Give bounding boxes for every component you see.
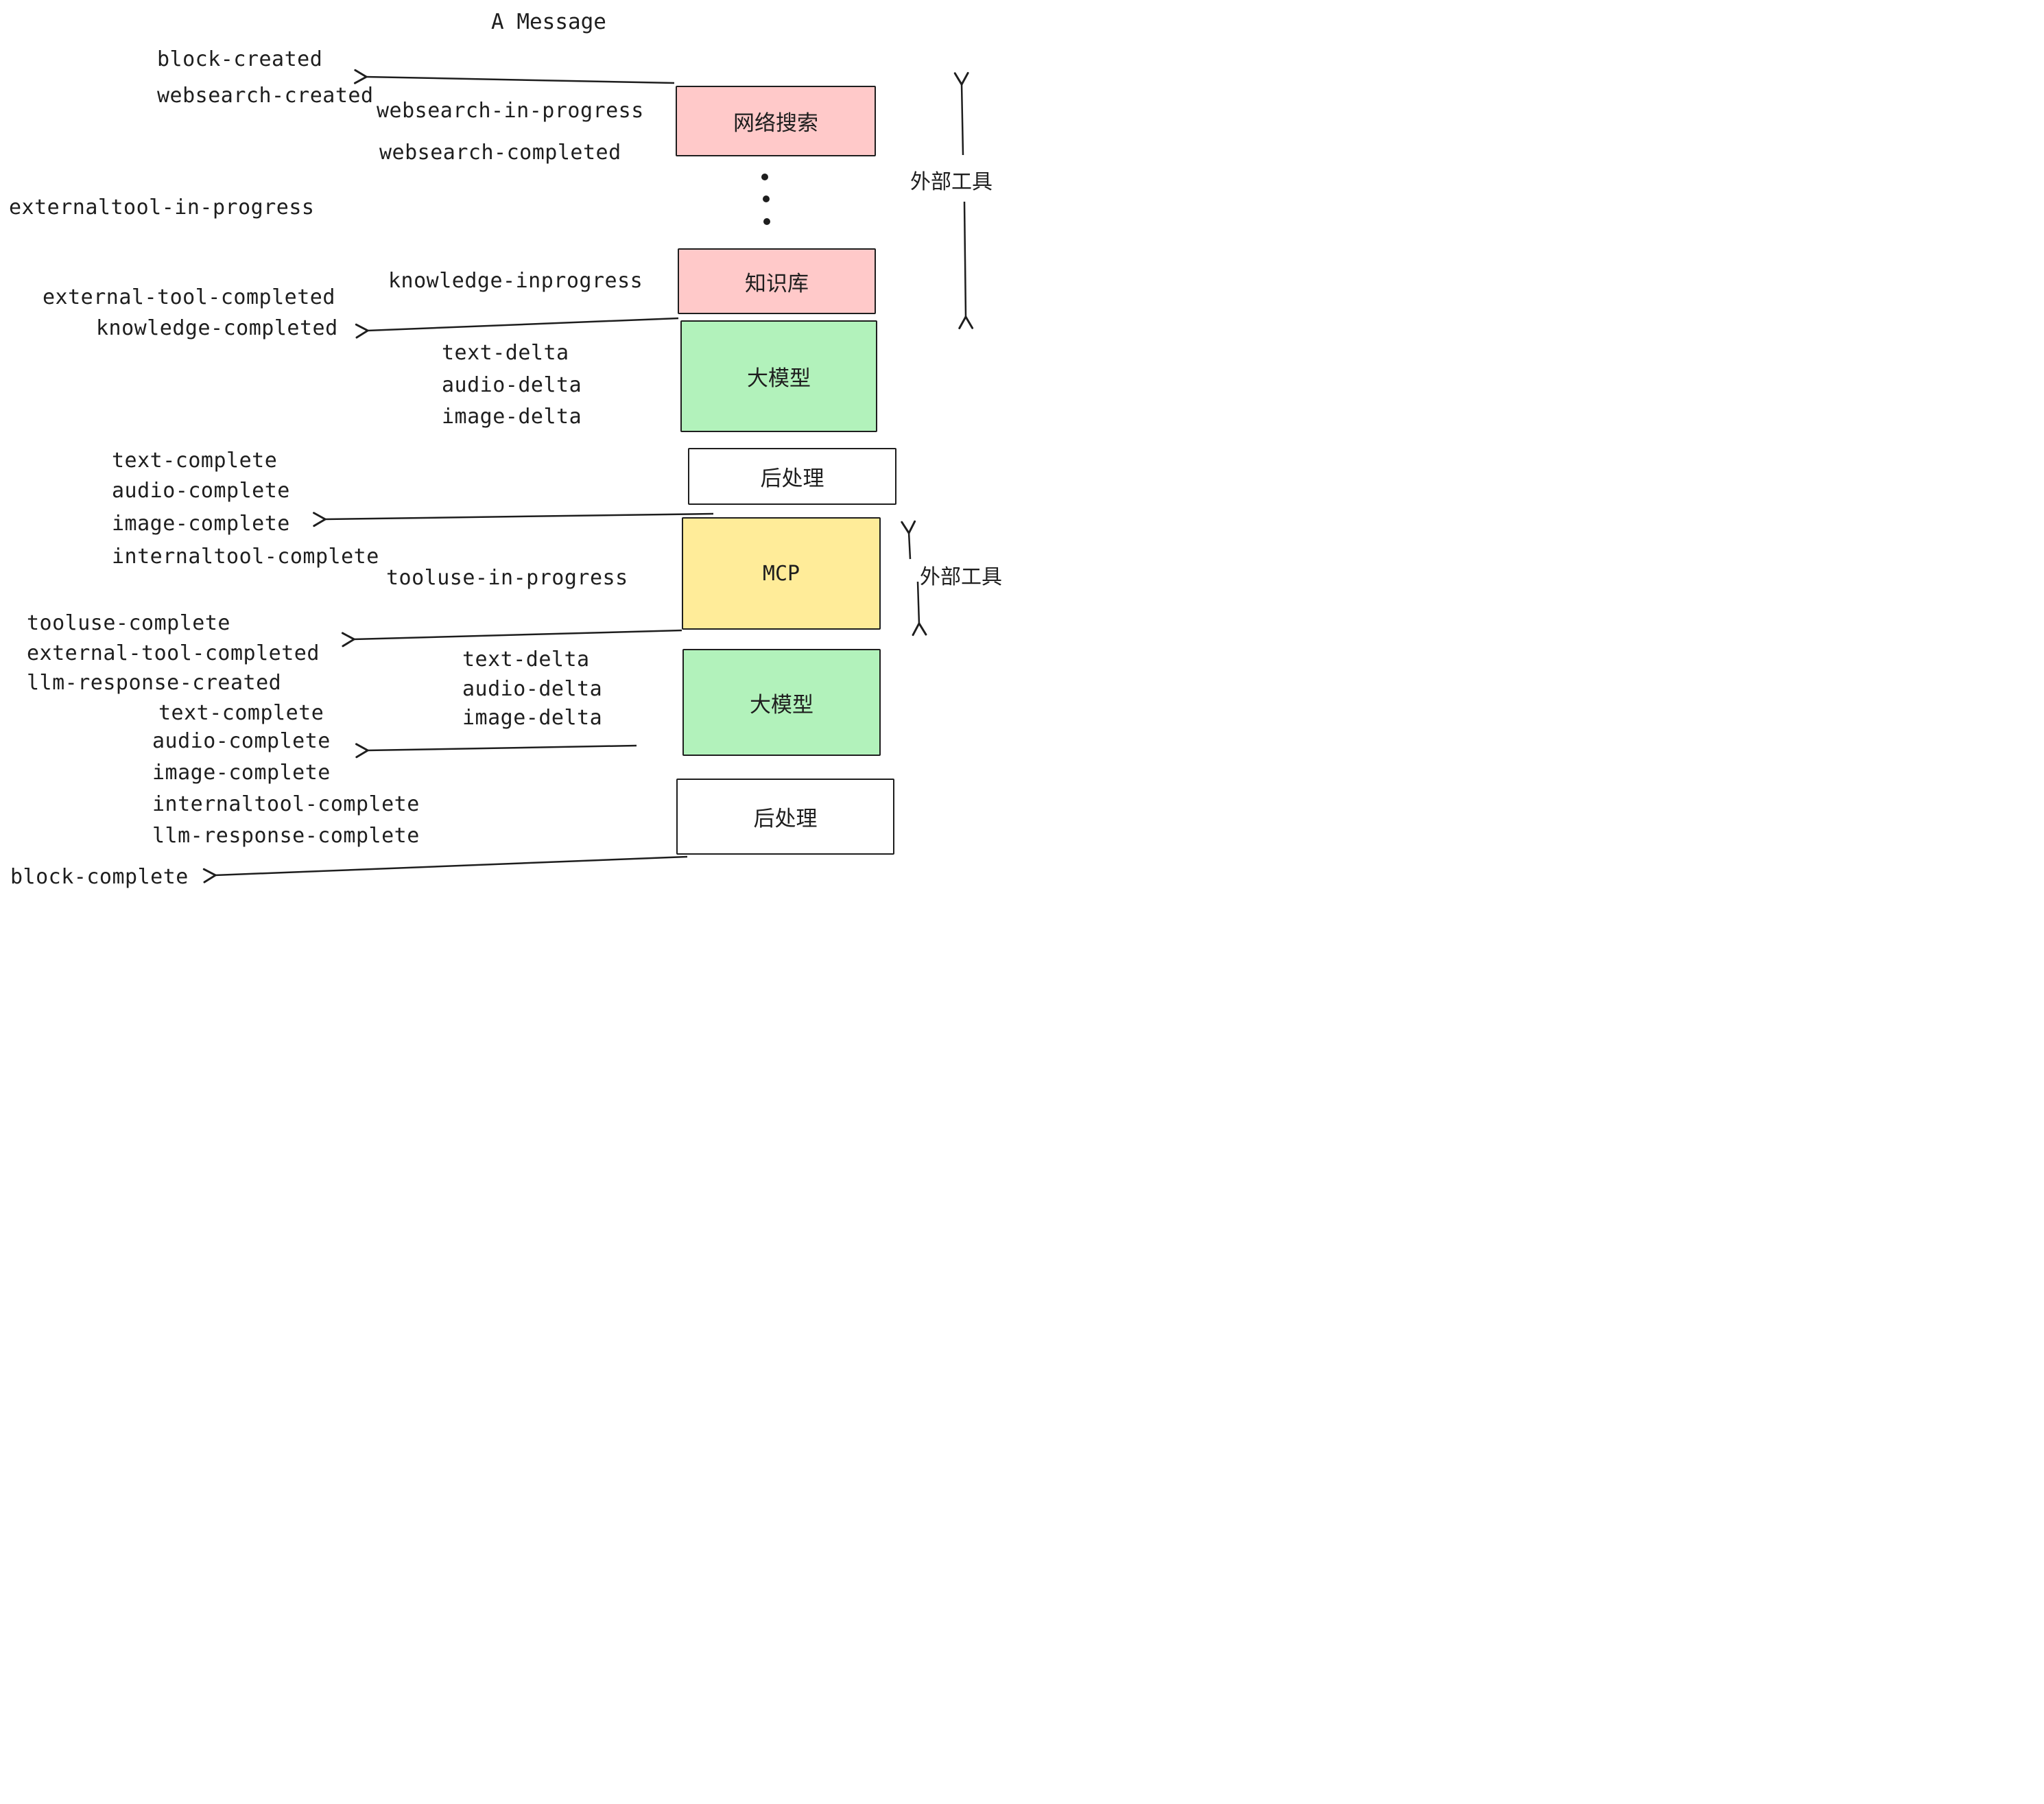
arrow-block-complete-icon bbox=[215, 855, 688, 875]
event-llm-response-created: llm-response-created bbox=[27, 671, 282, 695]
ellipsis-dot-icon bbox=[761, 174, 768, 180]
arrow-external-tool-2-up-icon bbox=[909, 532, 910, 560]
diagram-title: A Message bbox=[491, 10, 606, 34]
event-llm-response-complete: llm-response-complete bbox=[152, 824, 420, 848]
diagram-canvas: A Message block-created websearch-create… bbox=[0, 0, 1022, 902]
event-image-complete-1: image-complete bbox=[112, 512, 290, 536]
event-audio-complete-2: audio-complete bbox=[152, 729, 331, 753]
event-audio-delta-2: audio-delta bbox=[462, 677, 603, 701]
event-text-complete-2: text-complete bbox=[158, 701, 324, 725]
event-knowledge-completed: knowledge-completed bbox=[96, 316, 338, 340]
event-block-complete: block-complete bbox=[10, 865, 189, 889]
arrow-external-tool-1-up-icon bbox=[962, 84, 963, 156]
box-llm-2-label: 大模型 bbox=[750, 692, 813, 717]
arrow-tooluse-complete-icon bbox=[353, 629, 682, 639]
box-mcp-label: MCP bbox=[762, 561, 800, 586]
box-postprocess-2: 后处理 bbox=[676, 779, 894, 855]
arrow-audio-complete-icon bbox=[367, 746, 637, 750]
event-audio-complete-1: audio-complete bbox=[112, 479, 290, 503]
annotation-external-tool-2: 外部工具 bbox=[920, 565, 1002, 589]
box-postprocess-1: 后处理 bbox=[688, 448, 896, 505]
event-image-delta-1: image-delta bbox=[442, 405, 582, 429]
arrow-external-tool-1-down-icon bbox=[964, 201, 966, 318]
arrow-websearch-created-icon bbox=[366, 77, 675, 83]
box-websearch-label: 网络搜索 bbox=[733, 111, 818, 136]
ellipsis-dot-icon bbox=[763, 218, 770, 225]
box-llm-1-label: 大模型 bbox=[747, 366, 811, 391]
event-knowledge-inprogress: knowledge-inprogress bbox=[388, 269, 643, 293]
event-text-delta-2: text-delta bbox=[462, 648, 590, 672]
box-mcp: MCP bbox=[682, 517, 881, 630]
box-llm-2: 大模型 bbox=[682, 649, 881, 756]
arrow-external-tool-2-down-icon bbox=[918, 581, 919, 624]
event-text-complete-1: text-complete bbox=[112, 449, 278, 473]
box-knowledge-label: 知识库 bbox=[745, 271, 809, 296]
box-knowledge: 知识库 bbox=[678, 248, 876, 314]
arrow-knowledge-completed-icon bbox=[367, 317, 679, 331]
event-image-delta-2: image-delta bbox=[462, 706, 603, 730]
event-tooluse-in-progress: tooluse-in-progress bbox=[386, 566, 628, 590]
event-audio-delta-1: audio-delta bbox=[442, 373, 582, 397]
box-websearch: 网络搜索 bbox=[676, 86, 876, 156]
event-websearch-completed: websearch-completed bbox=[379, 141, 621, 165]
event-external-tool-completed-2: external-tool-completed bbox=[27, 641, 320, 665]
event-internaltool-complete-2: internaltool-complete bbox=[152, 792, 420, 816]
event-tooluse-complete: tooluse-complete bbox=[27, 611, 230, 635]
box-llm-1: 大模型 bbox=[680, 320, 877, 432]
event-text-delta-1: text-delta bbox=[442, 341, 569, 365]
event-websearch-in-progress: websearch-in-progress bbox=[377, 99, 644, 123]
arrow-image-complete-icon bbox=[324, 514, 714, 519]
box-postprocess-1-label: 后处理 bbox=[760, 466, 824, 491]
event-websearch-created: websearch-created bbox=[157, 84, 374, 108]
annotation-external-tool-1: 外部工具 bbox=[910, 170, 993, 194]
event-external-tool-completed-1: external-tool-completed bbox=[43, 285, 335, 309]
event-externaltool-in-progress: externaltool-in-progress bbox=[9, 195, 315, 219]
ellipsis-dot-icon bbox=[763, 195, 770, 202]
event-image-complete-2: image-complete bbox=[152, 761, 331, 785]
event-block-created: block-created bbox=[157, 47, 323, 71]
event-internaltool-complete-1: internaltool-complete bbox=[112, 545, 379, 569]
box-postprocess-2-label: 后处理 bbox=[753, 807, 818, 831]
